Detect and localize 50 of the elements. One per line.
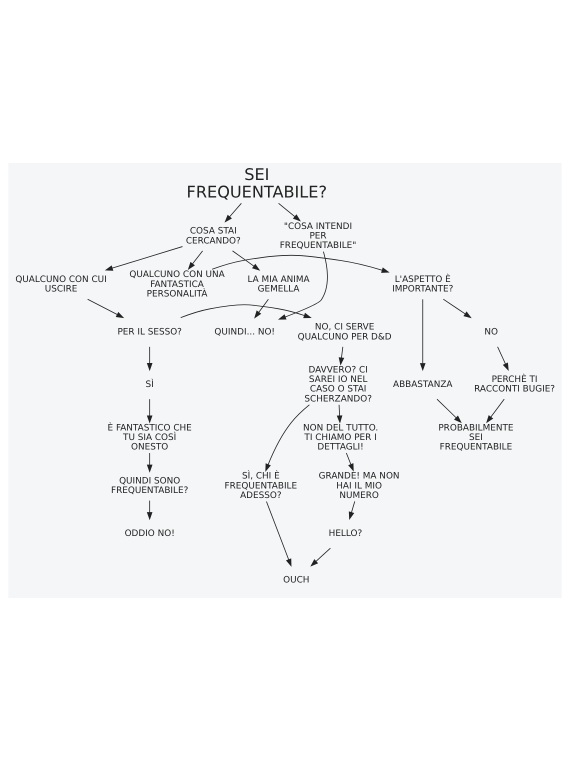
node-text: QUALCUNO CON UNA FANTASTICA PERSONALITÀ (129, 270, 225, 300)
node-text: QUALCUNO CON CUI USCIRE (15, 274, 107, 294)
arrow (278, 250, 328, 320)
arrow (310, 547, 331, 566)
node-text: COSA STAI CERCANDO? (186, 226, 241, 246)
node-text: HELLO? (328, 528, 362, 538)
node-text: SEI FREQUENTABILE? (186, 164, 328, 202)
arrow (336, 404, 342, 424)
arrow (442, 298, 472, 318)
arrow (188, 250, 204, 270)
node-text: OUCH (283, 575, 310, 586)
node-text: NON DEL TUTTO. TI CHIAMO PER I DETTAGLI! (302, 422, 378, 452)
arrow (146, 346, 152, 371)
node-text: SÌ, CHI È FREQUENTABILE ADESSO? (224, 471, 298, 500)
node-text: QUINDI SONO FREQUENTABILE? (111, 476, 188, 496)
arrow (486, 398, 505, 423)
arrow (420, 298, 426, 371)
node-text: QUINDI... NO! (214, 326, 276, 337)
arrow (146, 398, 152, 424)
arrow (338, 346, 344, 366)
node-text: ODDIO NO! (124, 528, 175, 538)
arrow (266, 500, 292, 566)
arrow (346, 452, 354, 472)
arrow (232, 250, 260, 270)
node-text: ABBASTANZA (393, 379, 452, 390)
node-text: È FANTASTICO CHE TU SIA COSÌ ONESTO (108, 422, 192, 452)
arrow (87, 298, 124, 318)
arrow (212, 254, 390, 272)
arrow (497, 346, 509, 370)
arrow (180, 304, 312, 318)
node-text: L'ASPETTO È IMPORTANTE? (392, 274, 454, 294)
node-text: PERCHÈ TI RACCONTI BUGIE? (474, 374, 556, 394)
node-text: PER IL SESSO? (117, 326, 182, 337)
node-text: LA MIA ANIMA GEMELLA (247, 274, 310, 294)
arrow (104, 246, 183, 270)
arrow (265, 404, 310, 472)
node-text: PROBABILMENTE SEI FREQUENTABILE (438, 422, 514, 452)
node-text: GRANDE! MA NON HAI IL MIO NUMERO (318, 471, 400, 500)
arrow (348, 500, 356, 520)
arrow (224, 202, 242, 222)
arrow (254, 298, 269, 318)
arrow (146, 452, 152, 472)
arrow (278, 202, 301, 222)
node-text: NO, CI SERVE QUALCUNO PER D&D (298, 322, 392, 342)
node-text: "COSA INTENDI PER FREQUENTABILE" (280, 221, 356, 251)
node-text: SÌ (146, 379, 154, 390)
arrow (436, 398, 462, 423)
node-text: DAVVERO? CI SAREI IO NEL CASO O STAI SCHERZANDO? (304, 364, 372, 404)
node-text: NO (484, 326, 498, 337)
arrow (146, 500, 152, 520)
